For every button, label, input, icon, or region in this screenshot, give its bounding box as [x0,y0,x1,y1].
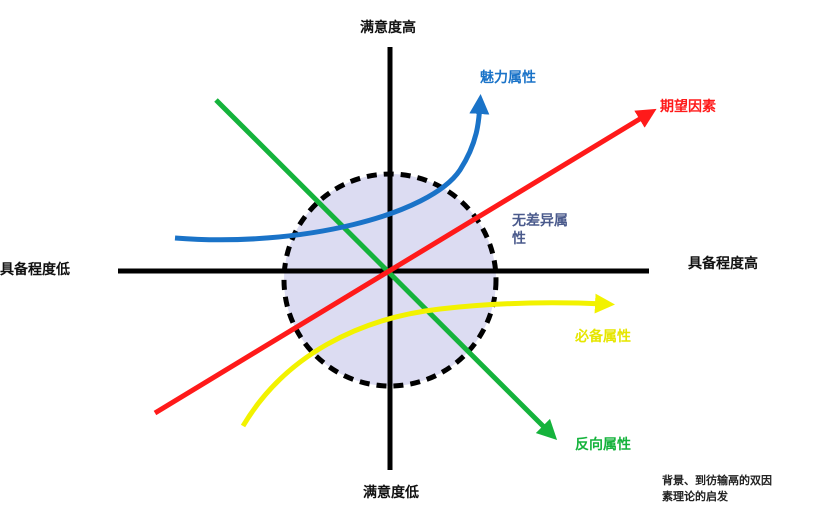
axis-label-top: 满意度高 [360,19,416,36]
must-be-attribute-label: 必备属性 [574,328,631,345]
indifferent-attribute-label-line2: 性 [512,230,526,247]
performance-attribute-line [153,108,657,416]
reverse-attribute-line [214,98,558,441]
watermark-line2: 素理论的启发 [662,489,729,503]
reverse-attribute-label: 反向属性 [575,436,631,453]
indifferent-attribute-label-line1: 无差异属 [511,212,568,229]
axis-label-left: 具备程度低 [0,261,70,278]
axis-label-bottom: 满意度低 [363,484,419,501]
attractive-attribute-curve [174,94,490,243]
watermark-line1: 背景、到彷输鬲的双因 [662,473,772,487]
axis-label-right: 具备程度高 [687,255,758,272]
must-be-attribute-curve [240,293,615,428]
performance-attribute-label: 期望因素 [660,98,716,115]
attractive-attribute-label: 魅力属性 [480,69,536,86]
